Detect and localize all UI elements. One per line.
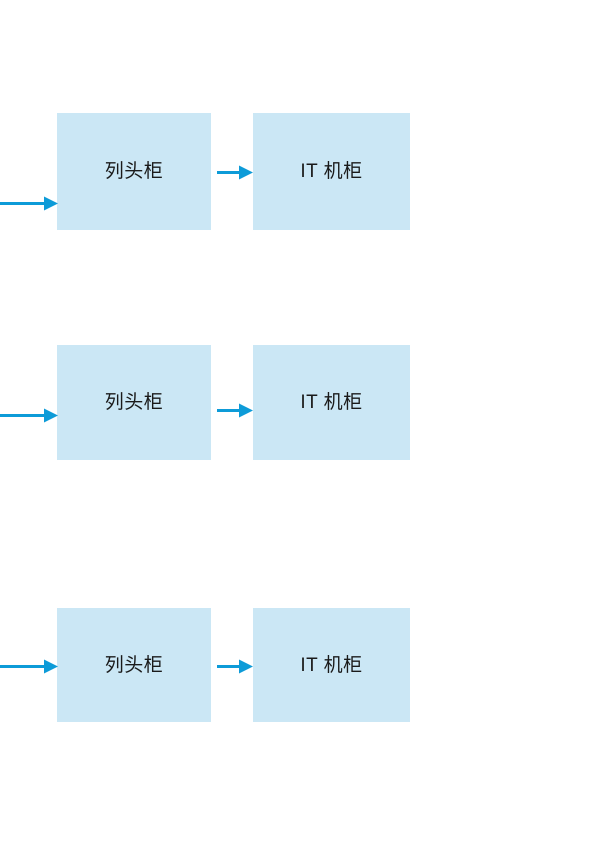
node-label-row2-col1: 列头柜 [104, 392, 164, 413]
node-box-row1-col2[interactable]: IT 机柜 [253, 113, 410, 230]
connector-arrow-row2 [217, 402, 253, 419]
inbound-arrow-row2 [0, 407, 58, 424]
node-label-row1-col2: IT 机柜 [300, 161, 363, 182]
connector-arrow-row1 [217, 164, 253, 181]
inbound-arrow-row1 [0, 195, 58, 212]
node-box-row3-col1[interactable]: 列头柜 [57, 608, 211, 722]
node-label-row3-col1: 列头柜 [104, 654, 164, 676]
node-label-row3-col2: IT 机柜 [300, 654, 363, 676]
node-box-row1-col1[interactable]: 列头柜 [57, 113, 211, 230]
node-label-row2-col2: IT 机柜 [300, 392, 363, 413]
node-label-row1-col1: 列头柜 [104, 161, 164, 182]
node-box-row2-col2[interactable]: IT 机柜 [253, 345, 410, 460]
node-box-row2-col1[interactable]: 列头柜 [57, 345, 211, 460]
node-box-row3-col2[interactable]: IT 机柜 [253, 608, 410, 722]
inbound-arrow-row3 [0, 658, 58, 675]
connector-arrow-row3 [217, 658, 253, 675]
